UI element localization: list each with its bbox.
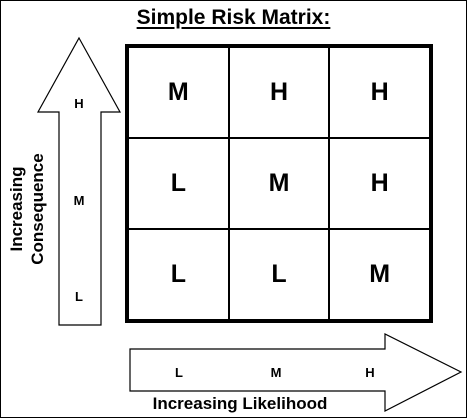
matrix-cell-r3-c3: M [329,229,430,320]
consequence-label-line2: Consequence [28,153,47,265]
likelihood-level-low: L [175,365,183,380]
matrix-cell-r2-c2: M [228,138,330,229]
matrix-cell-r2-c1: L [128,138,229,229]
likelihood-level-medium: M [270,365,282,380]
diagram-title: Simple Risk Matrix: [136,6,331,29]
consequence-level-low: L [75,289,83,304]
matrix-cell-r1-c2: H [228,47,330,138]
consequence-axis-label: Increasing Consequence [6,109,48,309]
likelihood-axis-label: Increasing Likelihood [152,394,328,413]
consequence-level-high: H [74,96,84,111]
consequence-level-medium: M [73,193,85,208]
consequence-label-line1: Increasing [7,166,26,252]
matrix-cell-r1-c3: H [329,47,430,138]
matrix-cell-r1-c1: M [128,47,229,138]
matrix-cell-r3-c1: L [128,229,229,320]
matrix-cell-r2-c3: H [329,138,430,229]
risk-matrix: M H H L M H L L M [125,44,433,323]
likelihood-level-high: H [365,365,375,380]
matrix-cell-r3-c2: L [228,229,330,320]
